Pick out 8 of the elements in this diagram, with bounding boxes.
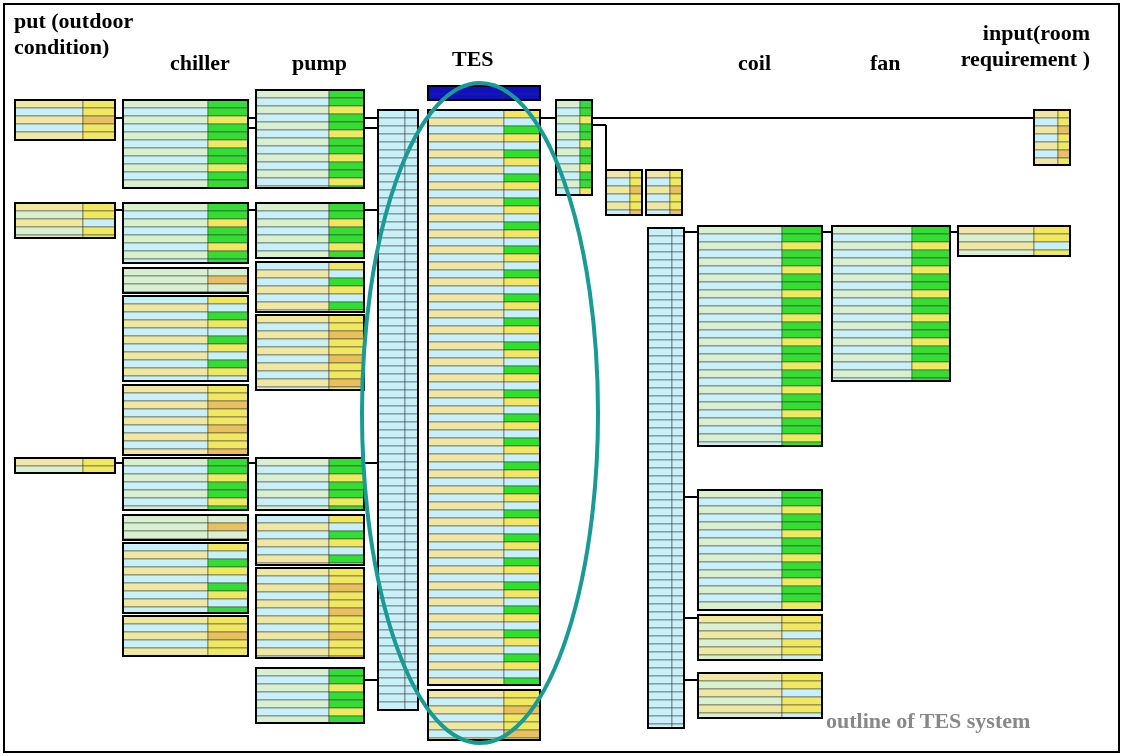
column-heading: pump [292, 50, 348, 76]
column-heading: fan [870, 50, 901, 76]
column-heading: put (outdoor condition) [14, 8, 134, 60]
column-heading: TES [452, 46, 494, 72]
column-heading: input(room requirement ) [959, 20, 1090, 72]
column-heading: chiller [170, 50, 230, 76]
figure-caption: outline of TES system [826, 708, 1031, 734]
column-heading: coil [738, 50, 771, 76]
